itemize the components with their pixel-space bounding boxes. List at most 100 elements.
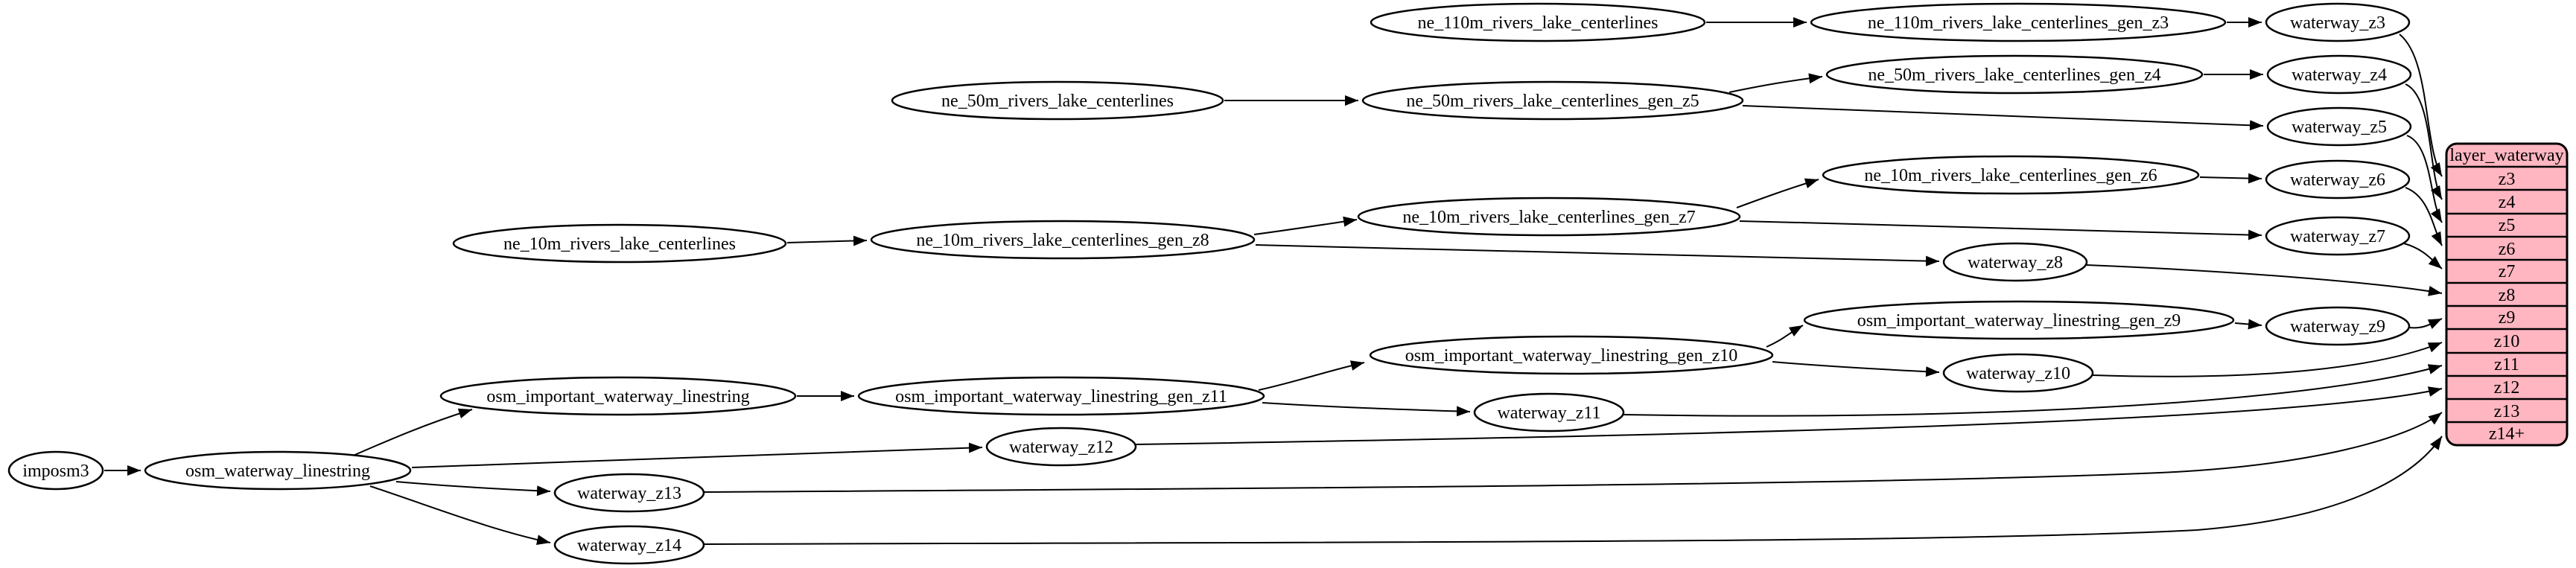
record-row-z11: z11 [2494, 355, 2519, 374]
node-shape [2265, 216, 2411, 256]
edge-gen_z8-gen_z7 [1253, 216, 1358, 235]
node-waterway_z5: waterway_z5 [2266, 106, 2412, 147]
node-ne_110m_rivers_lake_centerlines_gen_z3: ne_110m_rivers_lake_centerlines_gen_z3 [1810, 2, 2227, 42]
node-shape [1357, 197, 1741, 237]
node-label: ne_50m_rivers_lake_centerlines [941, 92, 1174, 111]
node-shape [439, 376, 797, 416]
node-shape [1810, 2, 2227, 42]
edge-waterway_z10-row_z10 [2092, 342, 2443, 377]
edge-waterway_z7-row_z7 [2403, 243, 2443, 269]
record-row-z3: z3 [2499, 170, 2516, 189]
node-label: waterway_z14 [577, 536, 681, 555]
node-shape [2265, 2, 2411, 42]
node-ne_10m_rivers_lake_centerlines: ne_10m_rivers_lake_centerlines [452, 223, 787, 264]
edge-layer [104, 17, 2443, 546]
node-ne_110m_rivers_lake_centerlines: ne_110m_rivers_lake_centerlines [1370, 2, 1706, 42]
node-shape [1803, 300, 2235, 340]
node-label: ne_10m_rivers_lake_centerlines_gen_z6 [1864, 166, 2157, 185]
edge-gen_z5-waterway_z5 [1742, 105, 2264, 131]
edge-waterway_z11-row_z11 [1623, 364, 2443, 417]
node-label: osm_waterway_linestring [185, 462, 370, 481]
edge-gen_z6-waterway_z6 [2199, 173, 2262, 184]
node-shape [2265, 159, 2411, 200]
node-osm_important_waterway_linestring_gen_z11: osm_important_waterway_linestring_gen_z1… [857, 376, 1265, 416]
node-waterway_z12: waterway_z12 [985, 427, 1137, 467]
node-waterway_z8: waterway_z8 [1942, 242, 2088, 282]
node-osm_important_waterway_linestring_gen_z9: osm_important_waterway_linestring_gen_z9 [1803, 300, 2235, 340]
node-label: waterway_z13 [577, 484, 681, 503]
edge-waterway_z14-row_z14plus [704, 435, 2443, 545]
node-label: ne_110m_rivers_lake_centerlines [1418, 13, 1659, 33]
node-label: imposm3 [22, 462, 89, 481]
node-label: waterway_z5 [2292, 118, 2387, 137]
node-waterway_z7: waterway_z7 [2265, 216, 2411, 256]
node-label: waterway_z8 [1968, 253, 2063, 272]
edge-waterway_z4-row_z4 [2405, 83, 2443, 200]
node-ne_50m_rivers_lake_centerlines: ne_50m_rivers_lake_centerlines [891, 80, 1224, 121]
edge-osm_waterway_linestring-waterway_z12 [411, 442, 983, 468]
node-waterway_z13: waterway_z13 [553, 473, 705, 513]
node-osm_important_waterway_linestring: osm_important_waterway_linestring [439, 376, 797, 416]
record-row-z7: z7 [2499, 262, 2516, 281]
node-label: ne_10m_rivers_lake_centerlines_gen_z7 [1402, 208, 1695, 227]
node-shape [870, 220, 1256, 260]
record-row-z10: z10 [2494, 332, 2520, 351]
record-row-z4: z4 [2499, 193, 2516, 212]
node-shape [857, 376, 1265, 416]
edge-gen_z7-gen_z6 [1736, 178, 1819, 208]
node-shape [2265, 306, 2411, 346]
node-label: osm_important_waterway_linestring_gen_z1… [895, 387, 1227, 406]
edge-waterway_z12-row_z12 [1135, 386, 2443, 445]
node-label: ne_50m_rivers_lake_centerlines_gen_z5 [1406, 92, 1699, 111]
edge-waterway_z3-row_z3 [2399, 33, 2443, 177]
node-shape [2266, 106, 2412, 147]
edge-gen_z11-waterway_z11 [1262, 402, 1471, 417]
node-ne_10m_rivers_lake_centerlines_gen_z6: ne_10m_rivers_lake_centerlines_gen_z6 [1822, 155, 2200, 195]
edge-ne_10m-gen_z8 [786, 235, 868, 246]
node-shape [985, 427, 1137, 467]
node-waterway_z10: waterway_z10 [1942, 353, 2094, 393]
node-osm_important_waterway_linestring_gen_z10: osm_important_waterway_linestring_gen_z1… [1369, 335, 1774, 375]
node-label: osm_important_waterway_linestring [486, 387, 749, 406]
node-waterway_z4: waterway_z4 [2266, 54, 2412, 95]
record-row-z8: z8 [2499, 286, 2516, 305]
node-ne_50m_rivers_lake_centerlines_gen_z4: ne_50m_rivers_lake_centerlines_gen_z4 [1825, 54, 2204, 95]
node-layer: imposm3 osm_waterway_linestring osm_impo… [7, 2, 2412, 565]
node-shape [1825, 54, 2204, 95]
node-label: waterway_z6 [2290, 170, 2385, 190]
node-shape [144, 450, 412, 491]
node-shape [1942, 353, 2094, 393]
node-osm_waterway_linestring: osm_waterway_linestring [144, 450, 412, 491]
node-label: waterway_z7 [2290, 227, 2385, 246]
node-label: waterway_z4 [2292, 66, 2387, 85]
edge-gen_z7-waterway_z7 [1739, 220, 2262, 240]
node-shape [1361, 80, 1744, 121]
record-row-z13: z13 [2494, 402, 2520, 421]
node-ne_10m_rivers_lake_centerlines_gen_z8: ne_10m_rivers_lake_centerlines_gen_z8 [870, 220, 1256, 260]
edge-waterway_z8-row_z8 [2086, 264, 2443, 296]
edge-osm_waterway_linestring-waterway_z13 [395, 481, 551, 497]
node-shape [1370, 2, 1706, 42]
record-title: layer_waterway [2449, 146, 2563, 165]
node-shape [1942, 242, 2088, 282]
node-ne_50m_rivers_lake_centerlines_gen_z5: ne_50m_rivers_lake_centerlines_gen_z5 [1361, 80, 1744, 121]
node-label: waterway_z9 [2290, 317, 2385, 336]
record-outline [2445, 142, 2569, 447]
edge-waterway_z9-row_z9 [2408, 318, 2443, 329]
node-label: waterway_z12 [1009, 438, 1113, 457]
node-waterway_z14: waterway_z14 [553, 525, 705, 565]
node-shape [553, 473, 705, 513]
record-row-z6: z6 [2499, 240, 2516, 259]
record-row-z14plus: z14+ [2489, 424, 2525, 444]
node-shape [2266, 54, 2412, 95]
node-waterway_z6: waterway_z6 [2265, 159, 2411, 200]
edge-waterway_z5-row_z5 [2406, 135, 2443, 223]
node-waterway_z11: waterway_z11 [1473, 392, 1625, 433]
node-shape [7, 450, 104, 491]
node-label: waterway_z10 [1966, 364, 2070, 383]
node-label: waterway_z3 [2290, 13, 2385, 33]
edge-gen_z5-gen_z4 [1729, 73, 1823, 93]
edge-gen_z10-waterway_z10 [1772, 361, 1940, 377]
